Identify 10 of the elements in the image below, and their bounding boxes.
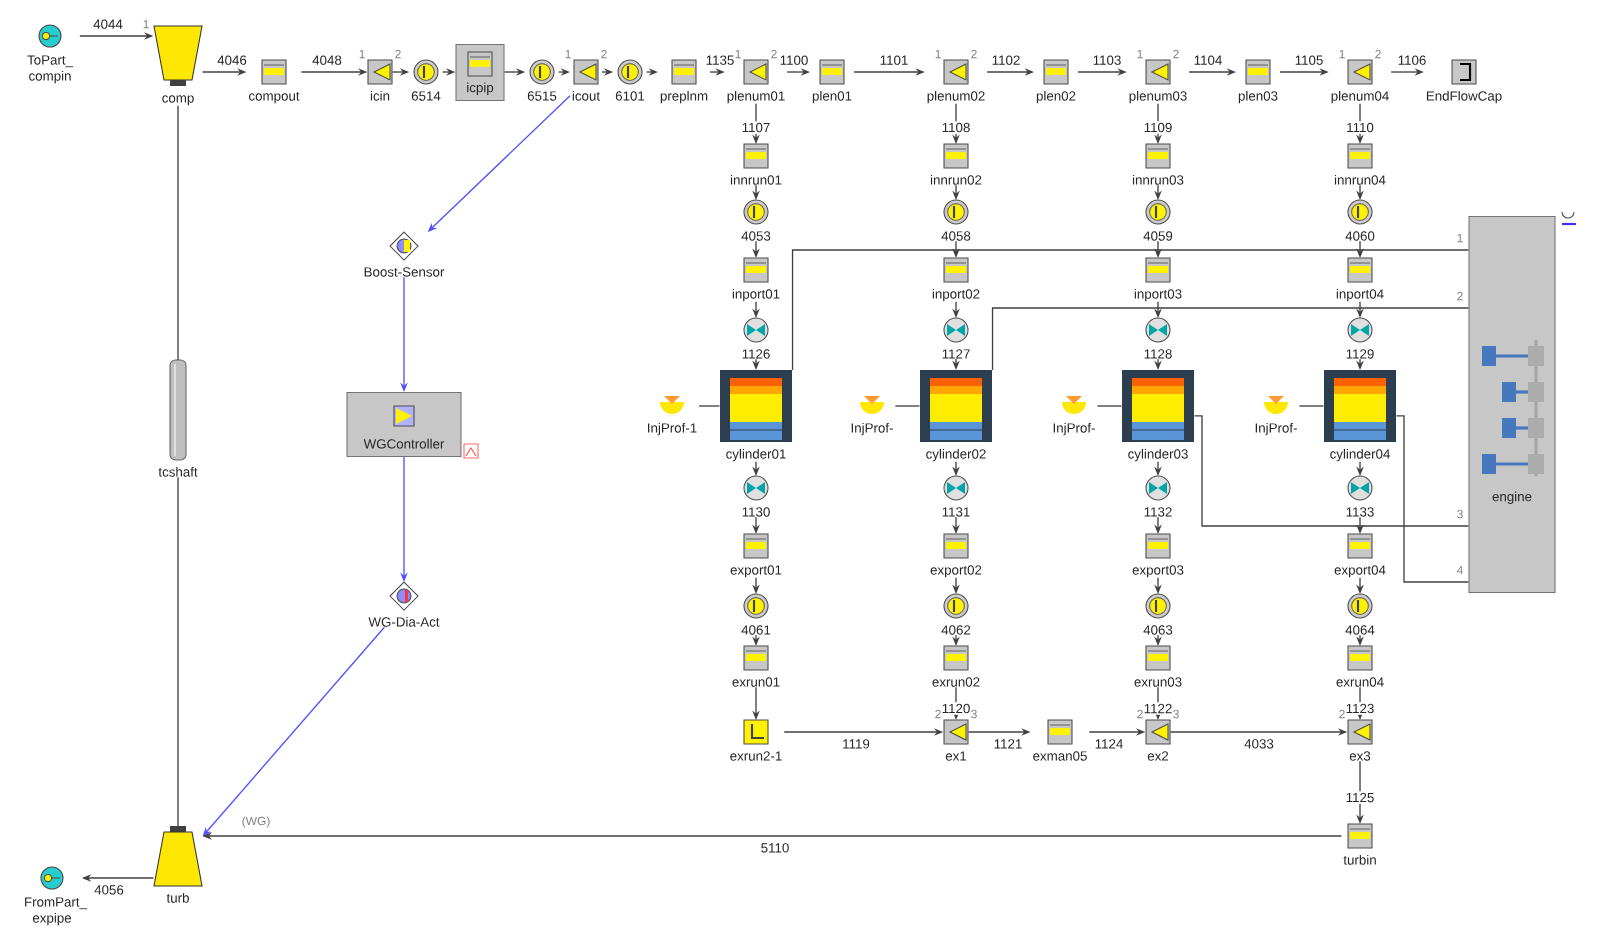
connector-line — [1193, 415, 1470, 527]
connector-line — [1096, 405, 1123, 407]
connector-line — [698, 405, 721, 407]
connector-line — [177, 105, 179, 361]
connector-line — [177, 476, 179, 827]
connector-line — [791, 249, 1470, 371]
connector-line — [894, 405, 921, 407]
connector-line — [1395, 415, 1470, 583]
connector-line — [1298, 405, 1325, 407]
connector-line — [991, 307, 1470, 371]
